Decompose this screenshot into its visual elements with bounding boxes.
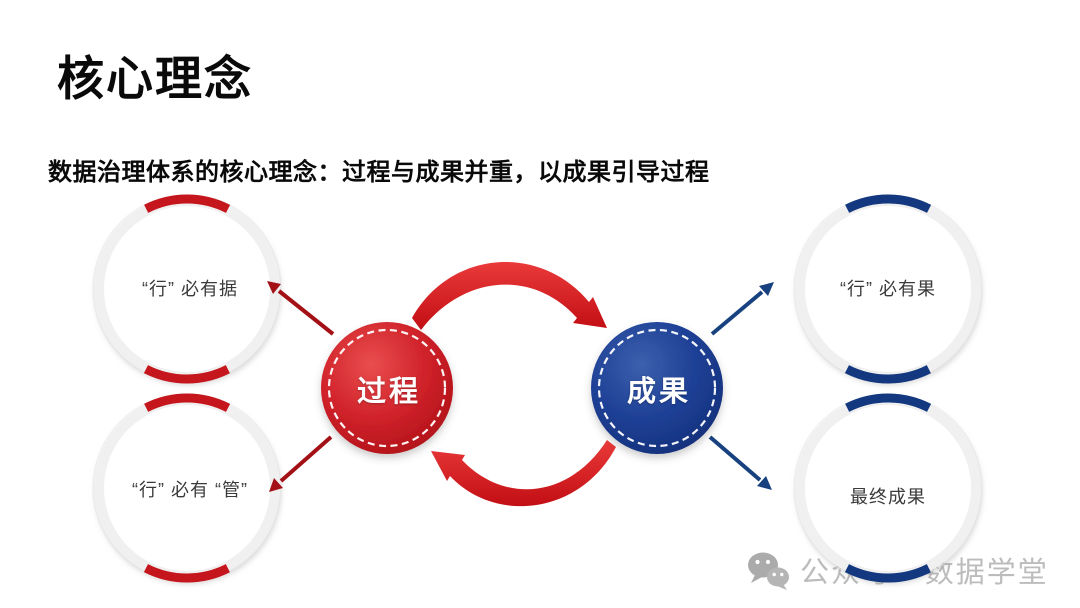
ring-arc-bottom — [793, 194, 983, 384]
arrow-result-to-bottom-right — [708, 435, 772, 490]
ring-arc-top — [793, 194, 983, 384]
result-dashed-border — [597, 328, 717, 448]
process-dashed-border — [327, 328, 447, 448]
ring-arc-bottom — [92, 194, 282, 384]
ring-arc-top — [793, 393, 983, 583]
satellite-label-top-left: “行” 必有据 — [142, 279, 238, 299]
process-circle — [321, 322, 453, 454]
satellite-ring-top-right — [793, 194, 983, 384]
satellite-label-top-right: “行” 必有果 — [840, 279, 936, 299]
curved-arrow-process-to-result — [412, 261, 607, 330]
ring-arc-top — [92, 393, 282, 583]
ring-arc-top — [92, 194, 282, 384]
ring-arc-bottom — [92, 393, 282, 583]
result-circle — [591, 322, 723, 454]
wechat-icon — [748, 552, 789, 590]
page-title: 核心理念 — [57, 52, 253, 105]
curved-arrow-result-to-process — [431, 440, 616, 507]
process-node-label: 过程 — [356, 376, 422, 408]
arrow-result-to-top-right — [710, 282, 774, 336]
satellite-label-bottom-right: 最终成果 — [850, 487, 926, 507]
result-node — [591, 322, 723, 454]
result-node-label: 成果 — [626, 376, 692, 408]
satellite-label-bottom-left: “行” 必有 “管” — [132, 480, 248, 500]
process-node — [321, 322, 453, 454]
ring-arc-bottom — [793, 393, 983, 583]
arrow-process-to-bottom-left — [269, 435, 333, 492]
satellite-ring-bottom-left — [92, 393, 282, 583]
slide-subtitle: 数据治理体系的核心理念：过程与成果并重，以成果引导过程 — [48, 159, 710, 186]
arrow-process-to-top-left — [267, 281, 335, 336]
satellite-ring-bottom-right — [793, 393, 983, 583]
